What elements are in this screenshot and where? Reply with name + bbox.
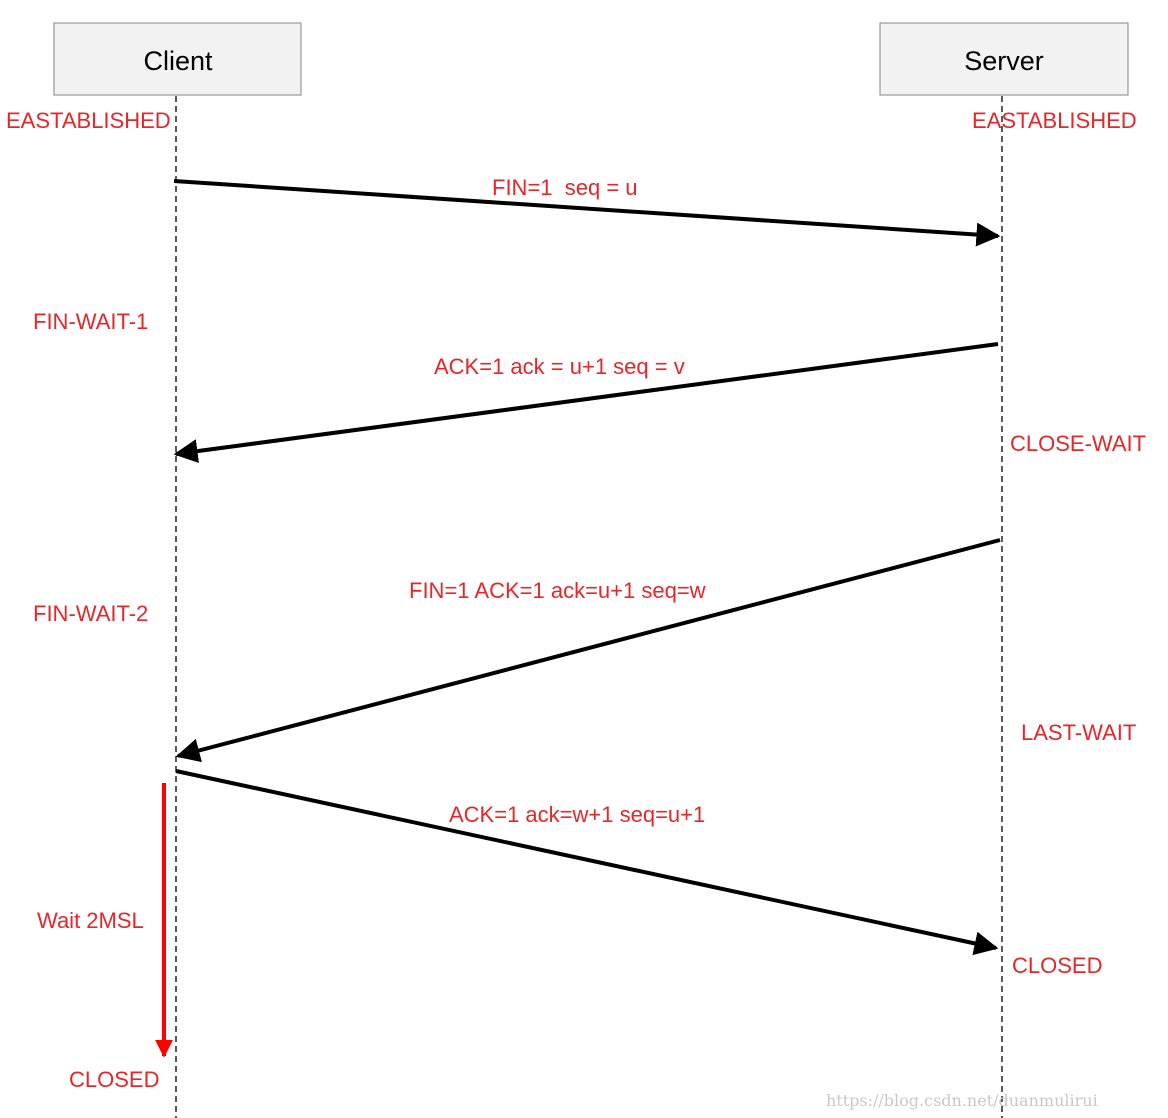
server-box [879, 22, 1129, 96]
message-label-ack-1: ACK=1 ack = u+1 seq = v [434, 354, 685, 379]
message-arrow-fin-1 [173, 179, 1001, 247]
watermark-text: https://blog.csdn.net/duanmulirui [826, 1091, 1098, 1110]
server-state-established: EASTABLISHED [972, 108, 1137, 133]
server-state-close-wait: CLOSE-WAIT [1010, 431, 1146, 456]
message-arrow-ack-2 [175, 769, 999, 956]
server-state-last-wait: LAST-WAIT [1021, 720, 1136, 745]
message-label-fin-1: FIN=1 seq = u [492, 175, 638, 200]
message-arrow-ack-1 [173, 342, 999, 464]
message-arrow-fin-2 [175, 538, 1001, 763]
client-state-closed: CLOSED [69, 1067, 159, 1092]
client-state-wait-2msl: Wait 2MSL [37, 908, 144, 933]
server-state-closed: CLOSED [1012, 953, 1102, 978]
client-participant: Client [53, 22, 302, 96]
message-label-ack-2: ACK=1 ack=w+1 seq=u+1 [449, 802, 705, 827]
client-box [53, 22, 302, 96]
client-label: Client [143, 46, 213, 76]
client-state-fin-wait-1: FIN-WAIT-1 [33, 309, 148, 334]
message-label-fin-2: FIN=1 ACK=1 ack=u+1 seq=w [409, 578, 706, 603]
server-participant: Server [879, 22, 1129, 96]
server-label: Server [964, 46, 1044, 76]
client-state-established: EASTABLISHED [6, 108, 171, 133]
client-state-fin-wait-2: FIN-WAIT-2 [33, 601, 148, 626]
